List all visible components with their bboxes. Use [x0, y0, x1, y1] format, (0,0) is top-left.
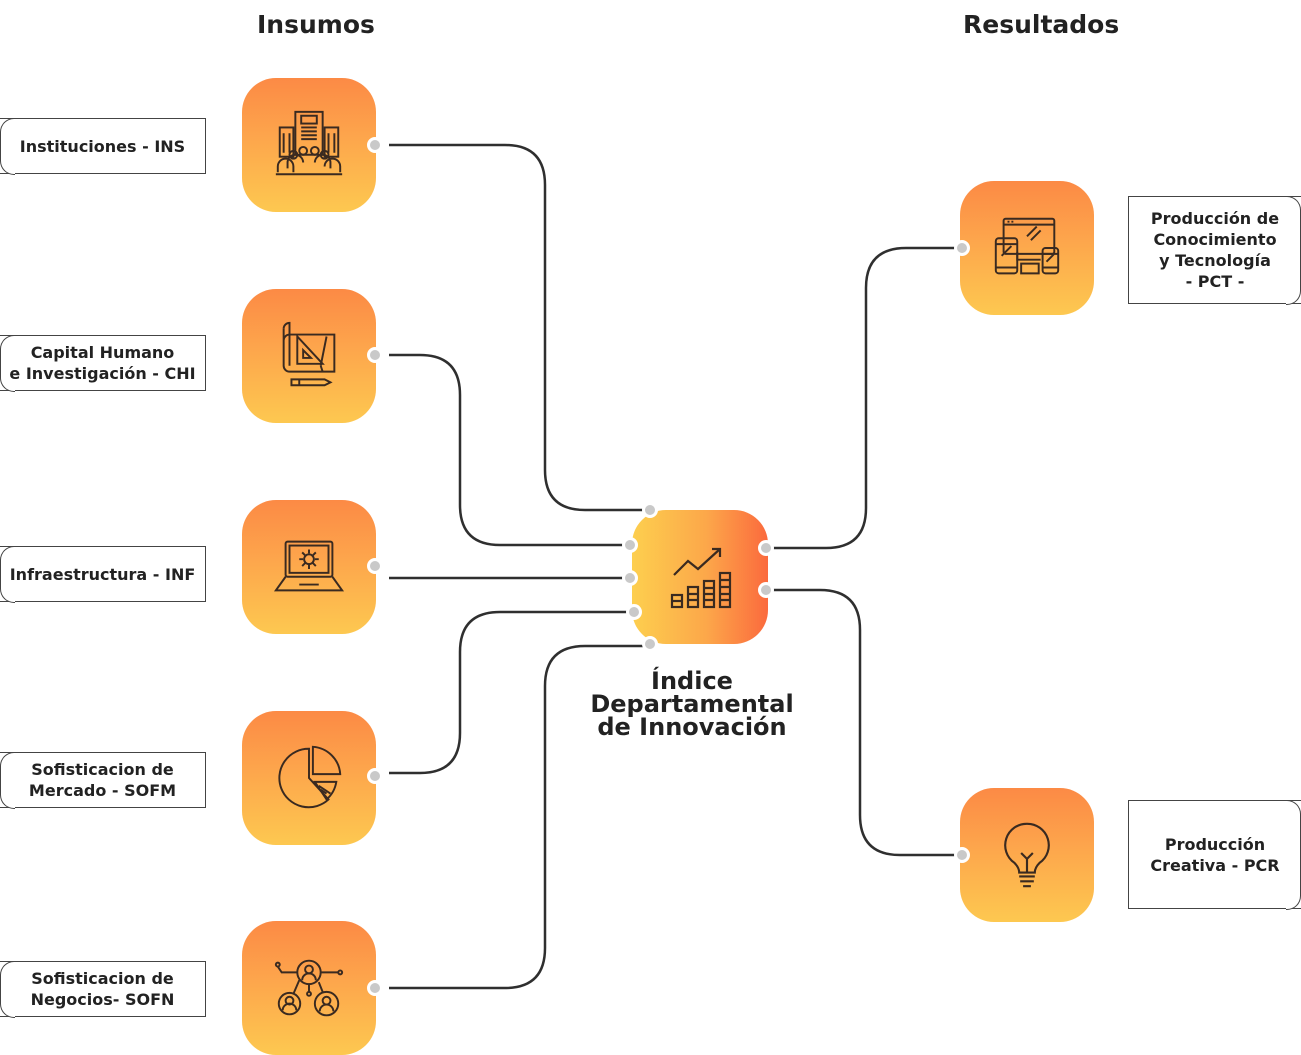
input-label-inf: Infraestructura - INF [0, 545, 206, 603]
output-label-pct: Producción de Conocimiento y Tecnología … [1128, 195, 1301, 305]
connector-chi [389, 353, 630, 547]
output-dot-pcr [954, 847, 970, 863]
connector-sofm [389, 610, 634, 775]
output-label-pct-line2: Conocimiento [1153, 230, 1277, 249]
outputs-heading: Resultados [963, 10, 1120, 39]
devices-icon [994, 217, 1060, 275]
hub-dot-in-3 [626, 604, 642, 620]
input-dot-inf [367, 558, 383, 574]
hub-title-line2: Departamental [590, 690, 794, 718]
lightbulb-icon [1004, 822, 1050, 888]
input-label-chi-line1: Capital Humano [30, 343, 175, 362]
hub-dot-top [642, 502, 658, 518]
input-label-sofn: Sofisticacion de Negocios- SOFN [0, 960, 206, 1018]
input-label-sofm-line1: Sofisticacion de [31, 760, 174, 779]
input-box-inf [242, 500, 376, 634]
connector-ins [389, 143, 650, 512]
hub-box [632, 510, 768, 644]
growth-chart-icon [670, 547, 732, 609]
input-label-chi: Capital Humano e Investigación - CHI [0, 334, 206, 392]
hub-dot-bottom [642, 636, 658, 652]
input-box-ins [242, 78, 376, 212]
institution-building-icon [275, 110, 343, 176]
input-label-ins: Instituciones - INS [0, 117, 206, 175]
input-label-sofm-line2: Mercado - SOFM [28, 781, 177, 800]
input-dot-ins [367, 137, 383, 153]
hub-title: Índice Departamental de Innovación [578, 667, 806, 741]
input-dot-sofm [367, 768, 383, 784]
pie-chart-icon [278, 745, 342, 809]
output-label-pcr-line2: Creativa - PCR [1150, 855, 1280, 875]
output-box-pcr [960, 788, 1094, 922]
input-dot-chi [367, 347, 383, 363]
hub-dot-in-1 [622, 537, 638, 553]
blueprint-tools-icon [282, 321, 336, 387]
hub-title-line1: Índice [651, 667, 733, 695]
input-label-sofm: Sofisticacion de Mercado - SOFM [0, 751, 206, 809]
output-dot-pct [954, 240, 970, 256]
output-label-pct-line4: - PCT - [1185, 272, 1245, 291]
people-network-icon [274, 959, 344, 1017]
hub-dot-out-2 [758, 582, 774, 598]
input-box-chi [242, 289, 376, 423]
output-box-pct [960, 181, 1094, 315]
output-label-pct-line1: Producción de [1150, 209, 1280, 228]
input-label-sofn-line1: Sofisticacion de [31, 969, 174, 988]
connector-pcr [766, 588, 962, 857]
input-label-chi-line2: e Investigación - CHI [9, 364, 196, 383]
hub-title-line3: de Innovación [597, 713, 787, 741]
input-box-sofn [242, 921, 376, 1055]
inputs-heading: Insumos [257, 10, 375, 39]
input-box-sofm [242, 711, 376, 845]
hub-dot-in-2 [622, 570, 638, 586]
laptop-gear-icon [273, 540, 345, 592]
input-dot-sofn [367, 980, 383, 996]
connector-sofn [389, 644, 650, 990]
output-label-pcr: Producción Creativa - PCR [1128, 799, 1301, 910]
connector-pct [766, 246, 962, 550]
hub-dot-out-1 [758, 540, 774, 556]
input-label-ins-text: Instituciones - INS [19, 136, 186, 156]
output-label-pct-line3: y Tecnología [1159, 251, 1271, 270]
input-label-sofn-line2: Negocios- SOFN [30, 990, 175, 1009]
input-label-inf-text: Infraestructura - INF [9, 564, 196, 584]
output-label-pcr-line1: Producción [1164, 834, 1266, 854]
